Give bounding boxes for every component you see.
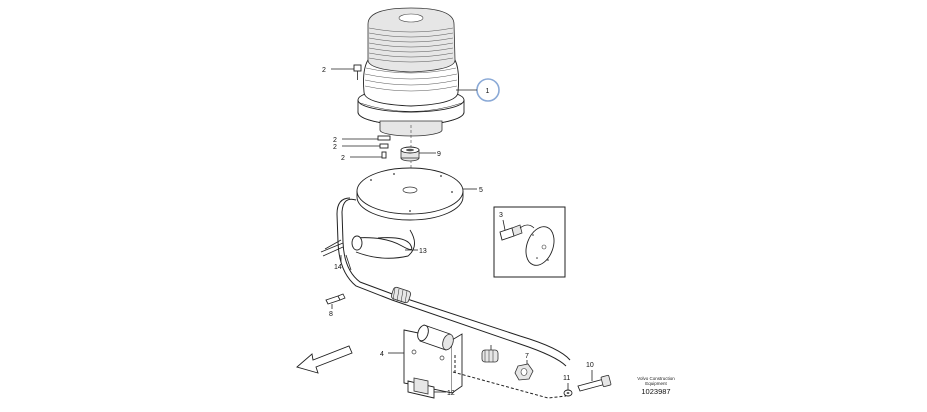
callout-2c: 2	[333, 144, 337, 151]
publisher-line-2: Equipment	[645, 381, 667, 386]
callout-13: 13	[419, 248, 427, 255]
callout-14: 14	[334, 264, 342, 271]
callout-3: 3	[499, 212, 503, 219]
washer-nut-group[interactable]	[377, 135, 391, 159]
bolt-part-10[interactable]	[577, 374, 612, 392]
callout-2b: 2	[333, 137, 337, 144]
pin-part-8[interactable]	[325, 293, 346, 305]
callout-10: 10	[586, 362, 594, 369]
callout-2a: 2	[322, 67, 326, 74]
nut-part-7[interactable]	[514, 363, 534, 381]
callout-12: 12	[447, 390, 455, 397]
beacon-lamp[interactable]	[357, 7, 465, 137]
publisher-line-1: Volvo Construction	[637, 376, 675, 381]
grommet-part-9[interactable]	[400, 146, 420, 162]
callout-8: 8	[329, 311, 333, 318]
callout-4: 4	[380, 351, 384, 358]
cable-harness[interactable]	[320, 197, 571, 367]
callout-9: 9	[437, 151, 441, 158]
detail-inset[interactable]	[493, 206, 566, 278]
callout-2d: 2	[341, 155, 345, 162]
spacer-cylinder	[417, 324, 454, 351]
drawing-reference-number: 1023987	[641, 387, 670, 396]
callout-11: 11	[563, 375, 570, 382]
clamp-part-12[interactable]	[407, 377, 435, 399]
callout-5: 5	[479, 187, 483, 194]
washer-part-11[interactable]	[563, 389, 573, 397]
spring-part-6[interactable]	[481, 349, 499, 363]
direction-arrow-icon	[296, 345, 353, 374]
callout-7: 7	[525, 353, 529, 360]
mounting-plate-part-5[interactable]	[356, 167, 464, 221]
bolt-part-2[interactable]	[353, 64, 362, 80]
callout-1: 1	[486, 88, 490, 95]
harness-spring	[390, 286, 412, 304]
